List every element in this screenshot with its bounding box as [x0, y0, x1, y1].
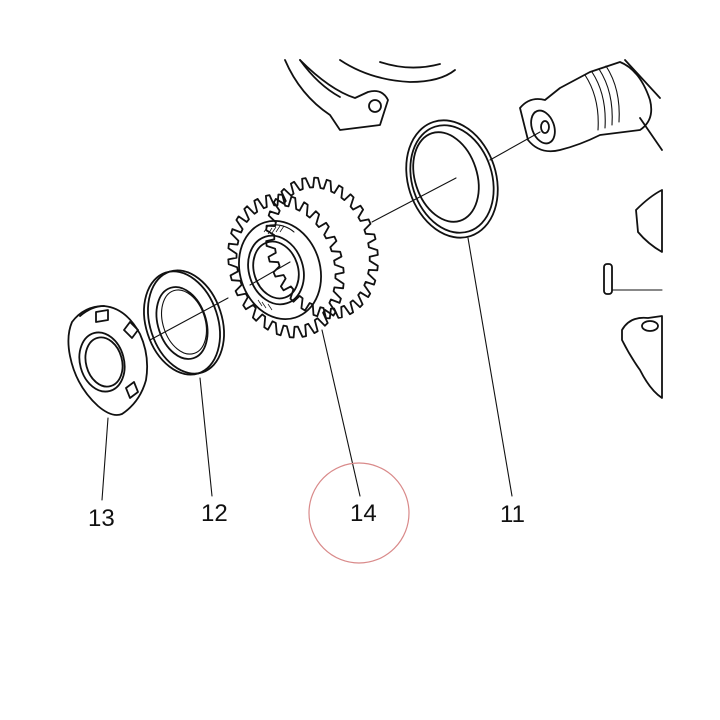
part-label-14: 14 — [350, 500, 377, 527]
gear-teeth-front — [227, 193, 345, 339]
assembly-axis — [149, 131, 541, 341]
part-label-13: 13 — [88, 505, 115, 532]
housing-fragment-right — [603, 189, 663, 399]
leader-lines — [101, 237, 513, 501]
gear-teeth-back — [265, 176, 379, 320]
shim-part-11 — [405, 119, 499, 239]
shaft-fragment — [519, 59, 663, 153]
housing-fragment-top — [284, 59, 456, 131]
washer-part-12 — [143, 269, 225, 376]
part-label-11: 11 — [500, 501, 525, 528]
part-label-12: 12 — [201, 500, 228, 527]
gear-back-outline — [265, 176, 379, 320]
gear-part-14 — [227, 176, 379, 339]
highlight-circle — [308, 462, 410, 564]
nut-part-13 — [67, 305, 149, 416]
gear-front-outline — [227, 193, 345, 339]
